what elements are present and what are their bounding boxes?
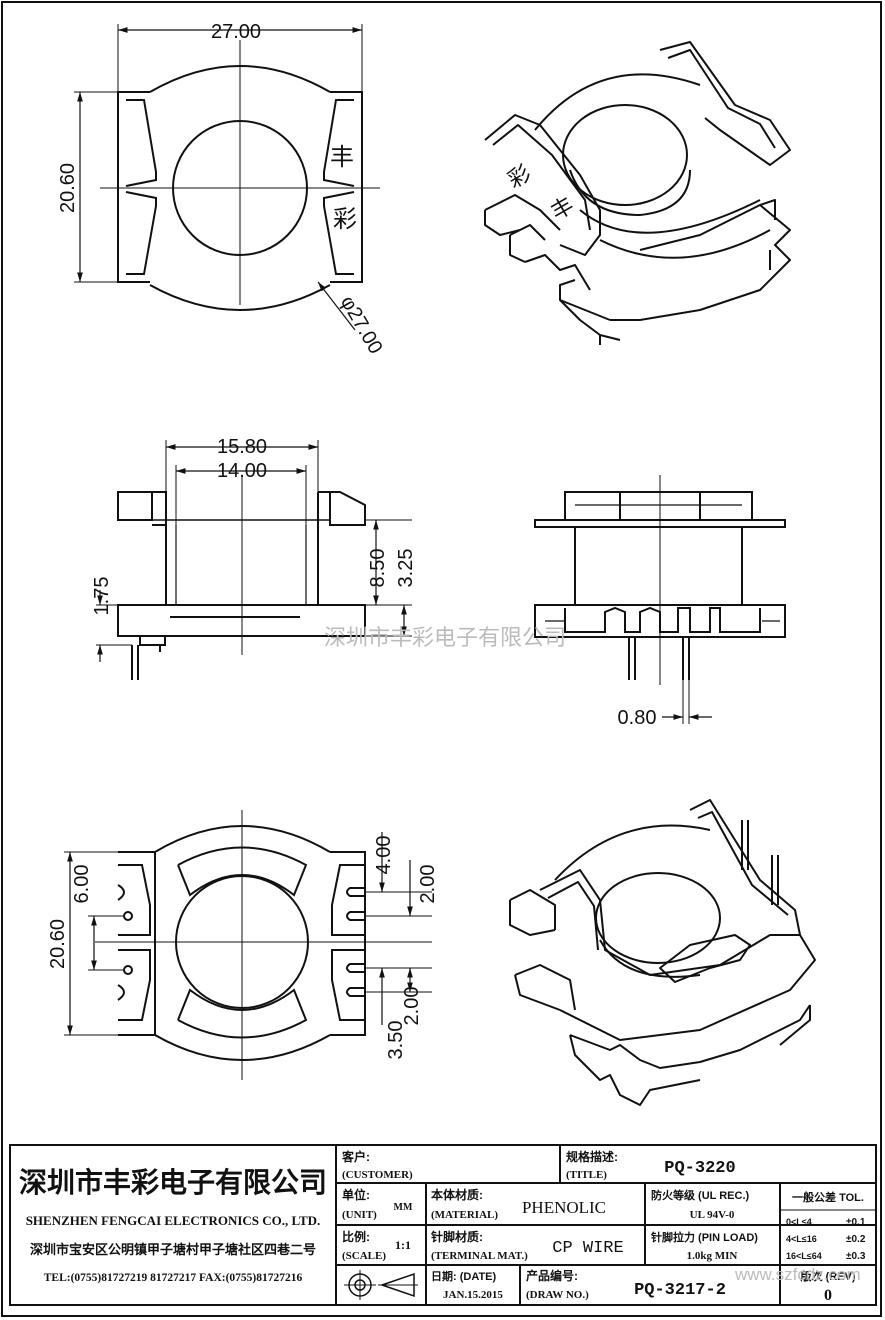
dim-side-outer: 15.80 [217,436,267,458]
dim-side-h2: 3.25 [395,549,417,588]
side-view-left [96,440,412,680]
watermark-company: 深圳市丰彩电子有限公司 [324,625,566,650]
unit-label-en: (UNIT) [342,1209,377,1221]
dim-bottom-2a: 2.00 [417,865,439,904]
bottom-view [64,810,432,1080]
company-phone: TEL:(0755)81727219 81727217 FAX:(0755)81… [44,1272,303,1284]
watermark-url: www.szfcdz.com [734,1265,861,1284]
logo-char-feng: 丰 [330,144,354,171]
date-value: JAN.15.2015 [443,1289,503,1301]
company-address: 深圳市宝安区公明镇甲子塘村甲子塘社区四巷二号 [30,1242,316,1257]
tol-value-1: ±0.1 [846,1217,866,1228]
dim-bottom-35: 3.50 [385,1021,407,1060]
material-label-en: (MATERIAL) [431,1209,498,1221]
logo-char-cai: 彩 [333,206,357,233]
dim-side-h3: 1.75 [91,577,113,616]
drawno-label-en: (DRAW NO.) [526,1289,589,1301]
tol-range-3: 16<L≤64 [786,1251,822,1261]
terminal-value: CP WIRE [552,1239,623,1258]
scale-label-en: (SCALE) [342,1250,386,1262]
customer-label-en: (CUSTOMER) [342,1169,413,1181]
unit-value: MM [394,1202,413,1213]
top-view [74,24,380,331]
fire-label: 防火等级 (UL REC.) [651,1188,750,1202]
dim-bottom-6: 6.00 [71,865,93,904]
dim-top-diameter: φ27.00 [336,292,387,358]
terminal-label-en: (TERMINAL MAT.) [431,1250,528,1262]
tol-range-2: 4<L≤16 [786,1234,817,1244]
unit-label: 单位: [342,1187,370,1202]
rev-value: 0 [824,1287,832,1304]
dim-pin-pitch: 0.80 [618,707,657,729]
company-name-en: SHENZHEN FENGCAI ELECTRONICS CO., LTD. [26,1213,321,1228]
scale-value: 1:1 [395,1238,411,1252]
tol-value-3: ±0.3 [846,1251,866,1262]
company-name-cn: 深圳市丰彩电子有限公司 [19,1166,327,1198]
title-label-en: (TITLE) [566,1169,607,1181]
dim-bottom-height: 20.60 [47,919,69,969]
iso-view-bottom [509,799,816,1106]
tol-label: 一般公差 TOL. [792,1190,864,1204]
dim-bottom-4: 4.00 [373,836,395,875]
material-label: 本体材质: [431,1187,483,1202]
fire-value: UL 94V-0 [690,1209,735,1221]
pinload-label: 针脚拉力 (PIN LOAD) [651,1230,758,1244]
dim-bottom-2b: 2.00 [401,987,423,1026]
title-label: 规格描述: [566,1149,618,1164]
pinload-value: 1.0kg MIN [687,1250,738,1262]
dim-side-inner: 14.00 [217,460,267,482]
dim-side-h1: 8.50 [367,549,389,588]
drawno-value: PQ-3217-2 [634,1281,726,1300]
date-label: 日期: (DATE) [431,1269,497,1283]
tol-range-1: 0<L≤4 [786,1217,812,1227]
iso-logo-cai: 彩 [503,160,535,193]
terminal-label: 针脚材质: [431,1229,483,1244]
material-value: PHENOLIC [522,1198,606,1217]
title-value: PQ-3220 [664,1159,735,1178]
tol-value-2: ±0.2 [846,1234,866,1245]
rev-label: 版次 (REV) [801,1269,856,1283]
scale-label: 比例: [342,1229,370,1244]
title-block [9,1144,877,1306]
dim-top-height: 20.60 [57,163,79,213]
iso-view-top [484,41,791,345]
projection-symbol [344,1270,418,1300]
side-view-right [534,475,786,724]
dim-top-width: 27.00 [211,21,261,43]
drawno-label: 产品编号: [526,1268,578,1283]
customer-label: 客户: [341,1149,370,1164]
